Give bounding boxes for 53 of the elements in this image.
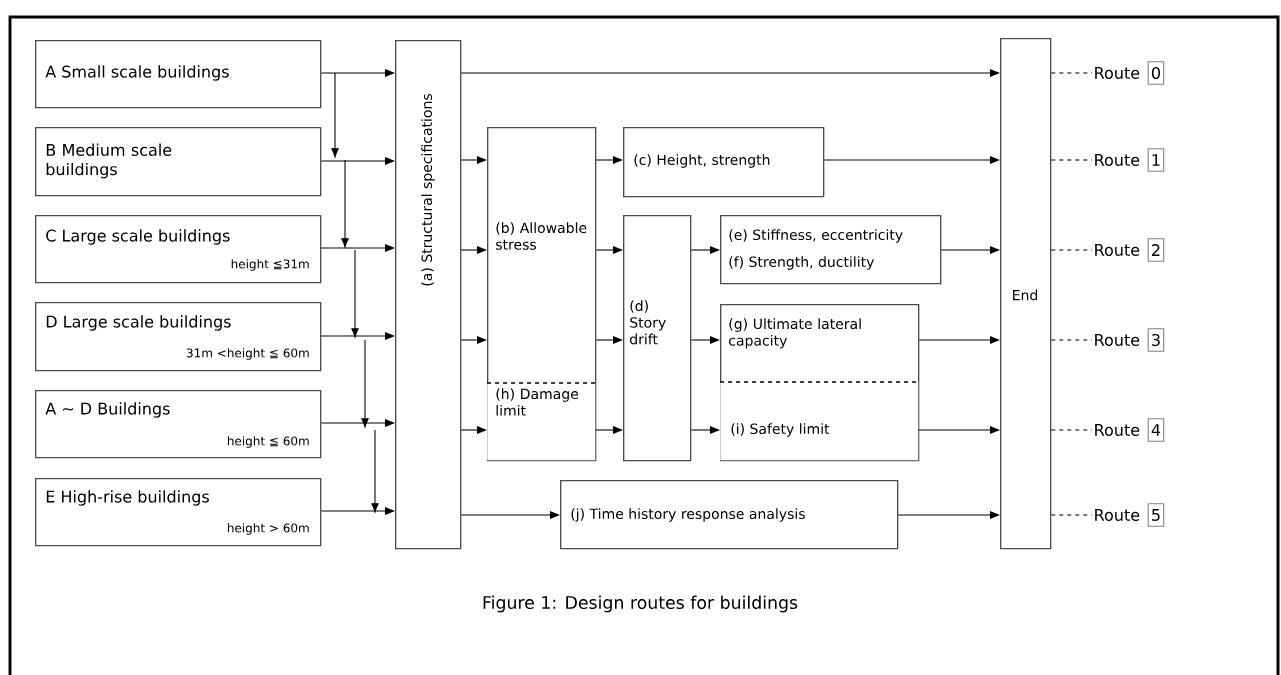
route-label: Route 1 [1095,148,1165,172]
arrow [918,426,1000,434]
arrow [320,332,395,340]
arrow [690,336,720,344]
arrow [460,69,1000,77]
arrow [460,336,487,344]
arrow [460,511,560,519]
sub-box: (i) Safety limit [719,381,919,461]
caption: Figure 1: Design routes for buildings [483,595,798,613]
arrow [460,156,487,164]
arrow [320,507,395,515]
arrow [595,156,623,164]
process-box: D Large scale buildings 31m <height ≦ 60m [35,302,322,372]
arrow [320,244,395,252]
process-box: End [1000,38,1052,550]
node-label: (h) Damage limit [496,388,579,416]
arrow [320,419,395,427]
arrow [595,246,623,254]
arrow [690,426,720,434]
connector-line [1050,514,1093,516]
arrow [595,336,623,344]
node-label: (i) Safety limit [731,423,830,437]
process-box: (j) Time history response analysis [560,480,899,550]
arrow [690,246,720,254]
sub-box: (h) Damage limit [486,382,596,461]
route-label: Route 4 [1095,418,1165,442]
arrow [823,156,1000,164]
arrow [460,426,487,434]
route-label: Route 0 [1095,61,1165,85]
connector-line [1050,249,1093,251]
arrow [918,336,1000,344]
route-label: Route 3 [1095,328,1165,352]
route-label: Route 2 [1095,238,1165,262]
connector-line [1050,72,1093,74]
arrow [897,511,1000,519]
connector-line [1050,339,1093,341]
process-box: (d) Story drift [623,215,692,462]
process-box: A Small scale buildings [35,40,322,109]
process-box: (e) Stiffness, eccentricity (f) Strength, ductility [720,215,942,285]
connector-line [1050,429,1093,431]
arrow [320,69,395,77]
process-box: (a) Structural specifications [395,40,462,550]
process-box: (c) Height, strength [623,127,825,198]
arrow [595,426,623,434]
process-box: A ∼ D Buildings height ≦ 60m [35,390,322,459]
arrow [940,246,1000,254]
process-box: E High-rise buildings height > 60m [35,478,322,547]
process-box: B Medium scale buildings [35,127,322,197]
route-label: Route 5 [1095,503,1165,527]
process-box: C Large scale buildings height ≦31m [35,215,322,284]
arrow [320,157,395,165]
connector-line [1050,159,1093,161]
arrow [460,246,487,254]
